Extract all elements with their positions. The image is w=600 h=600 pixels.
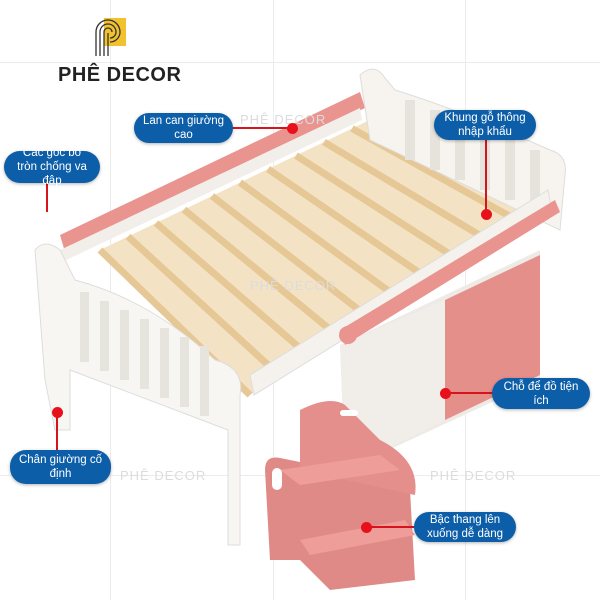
slat (294, 152, 459, 262)
watermark: PHÊ DECOR (250, 278, 337, 293)
pointer-line (232, 127, 292, 129)
brand-name: PHÊ DECOR (58, 64, 182, 86)
callout-corners: Các góc bo tròn chống va đập (4, 147, 100, 187)
footboard-bar (160, 328, 169, 398)
footboard (34, 243, 242, 546)
step-stool (265, 401, 416, 590)
watermark: PHÊ DECOR (120, 468, 207, 483)
slat (125, 233, 282, 379)
headboard-bar (505, 140, 515, 200)
callout-railing: Lan can giường cao (134, 113, 233, 143)
pointer-line (46, 182, 48, 212)
callout-frame: Khung gỗ thông nhập khẩu (434, 110, 536, 140)
pointer-dot (360, 521, 372, 533)
headboard-bar (530, 150, 540, 210)
grid-line (0, 62, 600, 63)
callout-legs: Chân giường cố định (10, 450, 111, 484)
pointer-dot (480, 208, 492, 220)
headboard-bar (430, 110, 440, 170)
footboard-bar (80, 292, 89, 362)
headboard-bar (405, 100, 415, 160)
watermark: PHÊ DECOR (240, 112, 327, 127)
slat (322, 138, 488, 243)
pointer-dot (51, 406, 63, 418)
callout-storage: Chỗ để đồ tiện ích (492, 378, 590, 409)
pointer-dot (439, 387, 451, 399)
slat (209, 193, 371, 320)
slat (181, 206, 341, 340)
slat (237, 179, 400, 301)
footboard-bar (200, 346, 209, 416)
near-railing (249, 189, 560, 396)
callout-steps: Bậc thang lên xuống dễ dàng (414, 512, 516, 542)
footboard-bar (100, 301, 109, 371)
slat (266, 166, 429, 281)
fingerprint-logo-icon (95, 18, 126, 56)
pointer-line (366, 526, 418, 528)
pointer-line (485, 138, 487, 213)
footboard-bar (120, 310, 129, 380)
headboard-bar (455, 120, 465, 180)
pointer-dot (286, 122, 298, 134)
pointer-line (56, 410, 58, 452)
slat (153, 220, 312, 359)
watermark: PHÊ DECOR (430, 468, 517, 483)
footboard-bar (180, 337, 189, 407)
pointer-line (445, 392, 495, 394)
footboard-bar (140, 319, 149, 389)
